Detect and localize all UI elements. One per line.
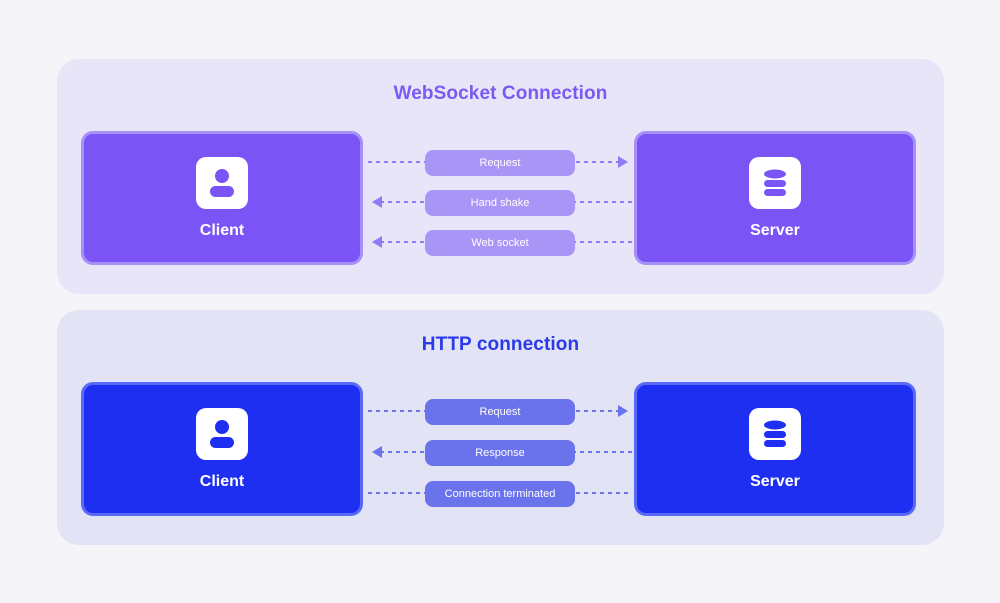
arrow-right-icon xyxy=(368,405,628,417)
http-request-pill: Request xyxy=(425,399,575,425)
http-request-connector: Request xyxy=(366,399,634,425)
websocket-websocket-connector: Web socket xyxy=(366,230,634,256)
http-client-label: Client xyxy=(199,473,245,490)
websocket-panel: WebSocket Connection Client Server Reque… xyxy=(57,59,944,294)
arrow-left-icon xyxy=(372,446,632,458)
websocket-websocket-pill: Web socket xyxy=(425,230,575,256)
websocket-handshake-pill: Hand shake xyxy=(425,190,575,216)
http-title: HTTP connection xyxy=(421,334,580,355)
http-terminated-connector: Connection terminated xyxy=(366,481,634,507)
arrow-left-icon xyxy=(372,236,632,248)
http-server-node: Server xyxy=(634,382,916,516)
user-icon xyxy=(196,157,248,209)
http-client-node: Client xyxy=(81,382,363,516)
database-icon xyxy=(749,157,801,209)
websocket-client-node: Client xyxy=(81,131,363,265)
http-server-label: Server xyxy=(750,473,800,490)
http-panel: HTTP connection Client Server Request xyxy=(57,310,944,545)
http-response-connector: Response xyxy=(366,440,634,466)
websocket-handshake-connector: Hand shake xyxy=(366,190,634,216)
websocket-client-label: Client xyxy=(199,222,245,239)
http-terminated-pill: Connection terminated xyxy=(425,481,575,507)
websocket-server-node: Server xyxy=(634,131,916,265)
arrow-left-icon xyxy=(372,196,632,208)
user-icon xyxy=(196,408,248,460)
http-response-pill: Response xyxy=(425,440,575,466)
websocket-request-pill: Request xyxy=(425,150,575,176)
websocket-request-connector: Request xyxy=(366,150,634,176)
websocket-server-label: Server xyxy=(750,222,800,239)
arrow-right-icon xyxy=(368,156,628,168)
database-icon xyxy=(749,408,801,460)
websocket-title: WebSocket Connection xyxy=(393,83,608,104)
